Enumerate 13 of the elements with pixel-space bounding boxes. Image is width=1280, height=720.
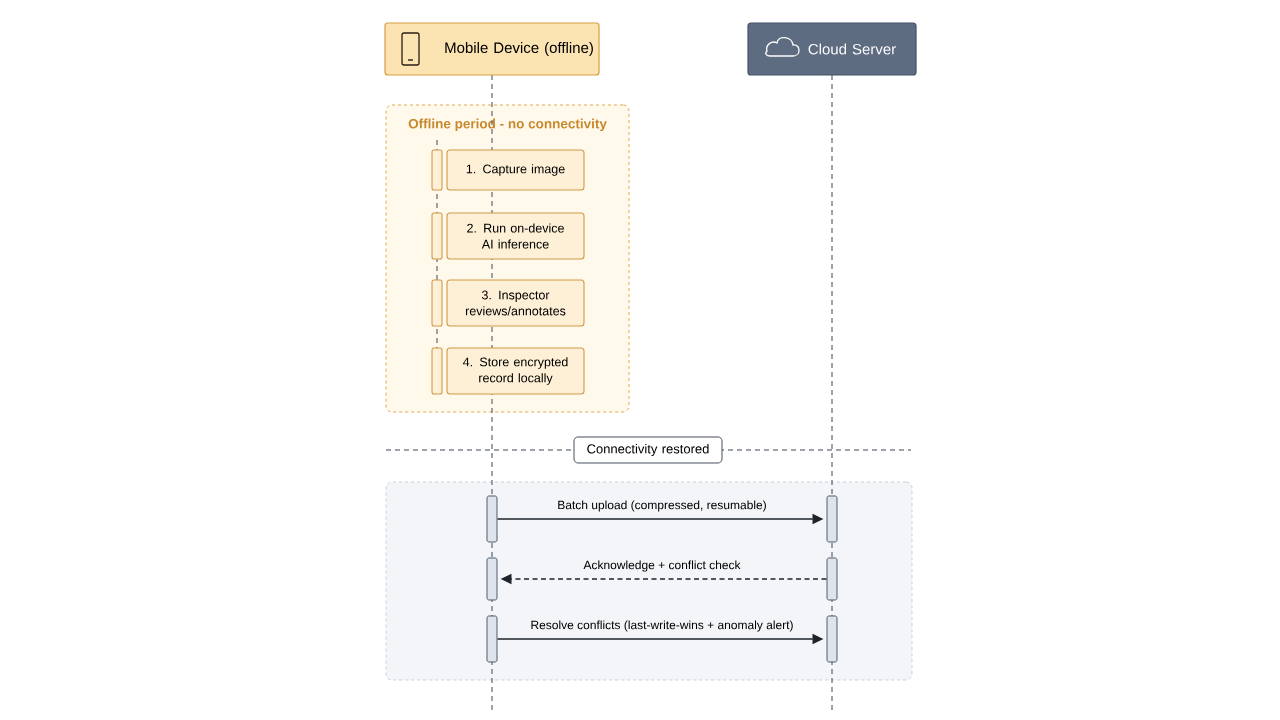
divider-label: Connectivity restored <box>573 436 723 464</box>
activation-bar <box>486 557 498 601</box>
activation-bar <box>486 615 498 663</box>
step-box: 1. Capture image <box>446 149 585 191</box>
activation-bar <box>486 495 498 543</box>
participant-box: Cloud Server <box>747 22 917 76</box>
step-box: 3. Inspector reviews/annotates <box>446 279 585 327</box>
participant-box: Mobile Device (offline) <box>384 22 600 76</box>
activation-bar <box>826 557 838 601</box>
activation-bar <box>826 495 838 543</box>
activation-bar <box>826 615 838 663</box>
step-box: 2. Run on-device AI inference <box>446 212 585 260</box>
step-box: 4. Store encrypted record locally <box>446 347 585 395</box>
